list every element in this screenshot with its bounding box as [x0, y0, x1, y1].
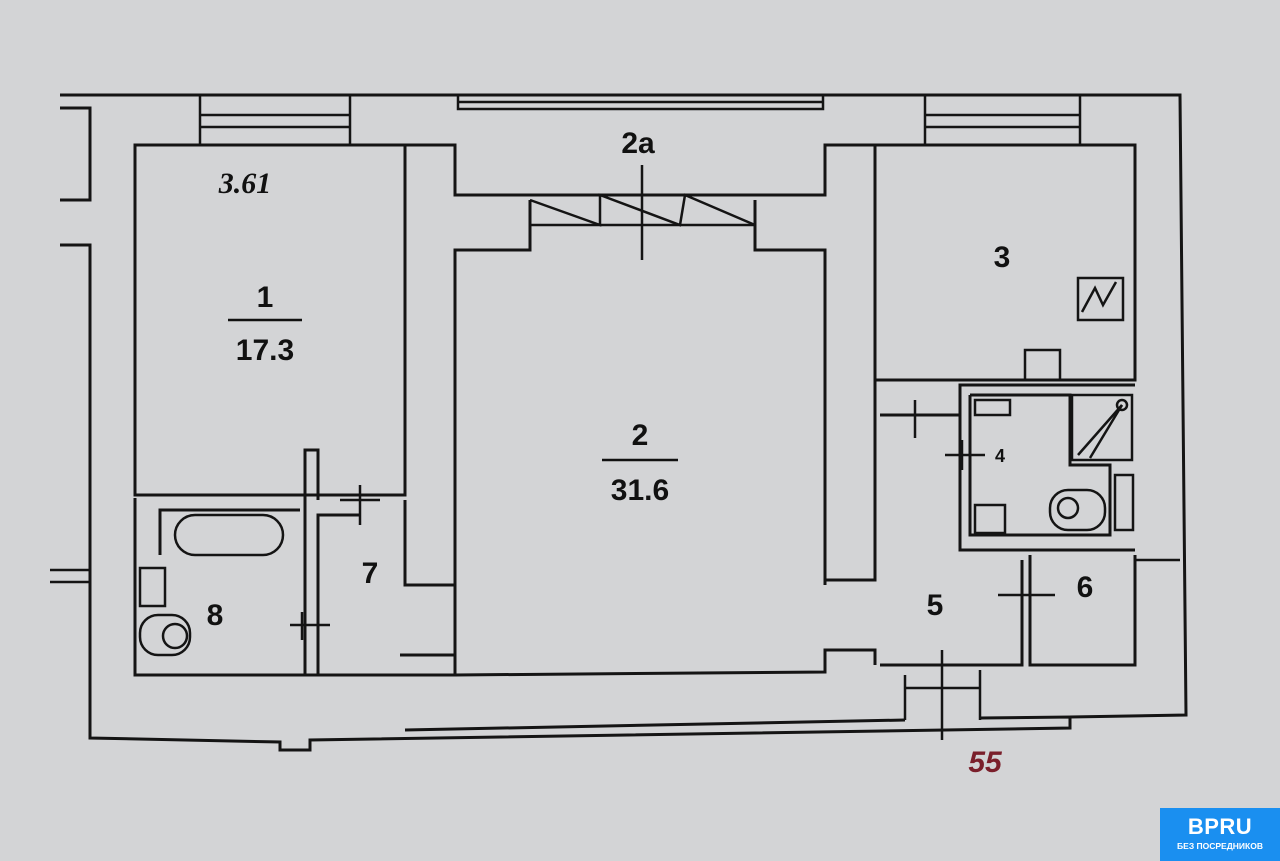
- room-1-outline: [133, 143, 407, 497]
- apartment-number: 55: [968, 746, 1003, 779]
- logo-tagline: БЕЗ ПОСРЕДНИКОВ: [1177, 841, 1263, 851]
- room-2-number: 2: [632, 419, 649, 452]
- room-2-outline: [400, 143, 877, 677]
- room-5-number: 5: [927, 589, 944, 622]
- room-2a-number: 2a: [621, 127, 655, 160]
- ceiling-height-label: 3.61: [218, 167, 272, 200]
- rooms-7-8-outline: [133, 448, 457, 677]
- room-7-number: 7: [362, 557, 379, 590]
- room-8-number: 8: [207, 599, 224, 632]
- logo-brand: BPRU: [1187, 814, 1253, 839]
- room-6-number: 6: [1077, 571, 1094, 604]
- room-4-number: 4: [995, 446, 1005, 466]
- room-3-number: 3: [994, 241, 1011, 274]
- bpru-logo[interactable]: BPRU БЕЗ ПОСРЕДНИКОВ: [1160, 808, 1280, 861]
- stove-icon: [1076, 276, 1125, 322]
- room-2-area: 31.6: [611, 474, 669, 507]
- rooms-3-6-outline: [825, 143, 1180, 740]
- room-1-number: 1: [257, 281, 274, 314]
- room-1-area: 17.3: [236, 334, 294, 367]
